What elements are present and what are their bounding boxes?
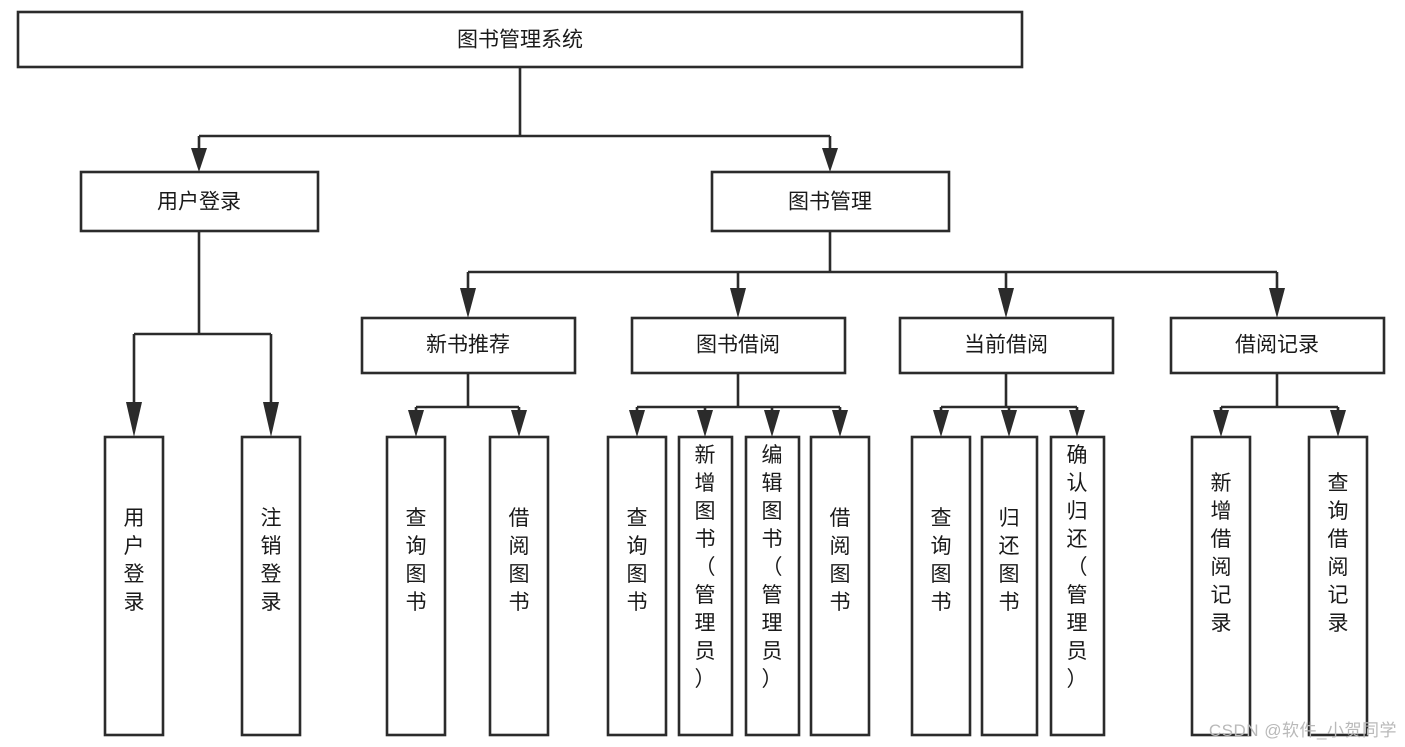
node-root-box[interactable] [16,10,1024,69]
node-leaf-return-book-box[interactable] [980,435,1039,737]
node-leaf-return-book[interactable]: 归还图书 [980,435,1039,737]
arrow-to-leaf-query-record [1330,410,1346,437]
node-leaf-add-book-label: 新增图书（管理员） [695,444,716,691]
node-book-manage-box[interactable] [710,170,951,233]
node-user-login[interactable]: 用户登录 [79,170,320,233]
node-new-book-rec-box[interactable] [360,316,577,375]
node-leaf-add-record-box[interactable] [1190,435,1252,737]
node-book-manage-label: 图书管理 [788,191,872,214]
node-book-borrow[interactable]: 图书借阅 [630,316,847,375]
connector-layer [126,67,1346,437]
node-leaf-query-book-2-box[interactable] [606,435,668,737]
arrow-to-current-borrow [998,288,1014,318]
arrow-to-borrow-record [1269,288,1285,318]
node-book-manage[interactable]: 图书管理 [710,170,951,233]
node-leaf-edit-book-box[interactable] [744,435,801,737]
node-leaf-user-logout-box[interactable] [240,435,302,737]
node-leaf-confirm-return-label: 确认归还（管理员） [1067,444,1088,691]
node-book-borrow-label: 图书借阅 [696,334,780,357]
node-leaf-add-book[interactable]: 新增图书（管理员） [677,435,734,737]
node-leaf-add-book-box[interactable] [677,435,734,737]
node-borrow-record-box[interactable] [1169,316,1386,375]
node-layer: 图书管理系统 用户登录 图书管理 新书推荐 图书借阅 [16,10,1386,737]
node-user-login-box[interactable] [79,170,320,233]
node-leaf-borrow-book-2-box[interactable] [809,435,871,737]
node-user-login-label: 用户登录 [157,191,241,214]
node-new-book-rec[interactable]: 新书推荐 [360,316,577,375]
node-book-borrow-box[interactable] [630,316,847,375]
node-leaf-edit-book-label: 编辑图书（管理员） [762,444,783,691]
node-leaf-query-book-3[interactable]: 查询图书 [910,435,972,737]
arrow-to-leaf-add-record [1213,410,1229,437]
node-leaf-borrow-book-1-label: 借阅图书 [509,507,530,614]
node-leaf-query-record[interactable]: 查询借阅记录 [1307,435,1369,737]
arrow-to-leaf-confirm-return [1069,410,1085,437]
node-leaf-user-logout[interactable]: 注销登录 [240,435,302,737]
arrow-to-book-borrow [730,288,746,318]
node-leaf-confirm-return[interactable]: 确认归还（管理员） [1049,435,1106,737]
node-leaf-user-login-box[interactable] [103,435,165,737]
arrow-to-leaf-borrow-book-2 [832,410,848,437]
node-current-borrow-box[interactable] [898,316,1115,375]
arrow-to-leaf-add-book [697,410,713,437]
node-leaf-borrow-book-1[interactable]: 借阅图书 [488,435,550,737]
arrow-to-new-book-rec [460,288,476,318]
node-leaf-query-record-box[interactable] [1307,435,1369,737]
node-leaf-query-book-1[interactable]: 查询图书 [385,435,447,737]
node-borrow-record[interactable]: 借阅记录 [1169,316,1386,375]
node-leaf-user-login[interactable]: 用户登录 [103,435,165,737]
node-leaf-add-record-label: 新增借阅记录 [1211,472,1232,635]
arrow-to-leaf-query-book-3 [933,410,949,437]
arrow-to-leaf-query-book-1 [408,410,424,437]
node-leaf-query-book-1-label: 查询图书 [406,507,427,614]
node-leaf-edit-book[interactable]: 编辑图书（管理员） [744,435,801,737]
node-leaf-add-record[interactable]: 新增借阅记录 [1190,435,1252,737]
arrow-to-book-manage [822,148,838,172]
arrow-to-user-login [191,148,207,172]
node-root[interactable]: 图书管理系统 [16,10,1024,69]
node-leaf-query-book-3-label: 查询图书 [931,507,952,614]
node-leaf-user-login-label: 用户登录 [124,507,145,614]
node-leaf-return-book-label: 归还图书 [999,507,1020,614]
arrow-to-leaf-borrow-book-1 [511,410,527,437]
node-leaf-query-book-3-box[interactable] [910,435,972,737]
node-borrow-record-label: 借阅记录 [1235,334,1319,357]
node-root-label: 图书管理系统 [457,29,583,52]
node-current-borrow[interactable]: 当前借阅 [898,316,1115,375]
node-leaf-borrow-book-1-box[interactable] [488,435,550,737]
node-leaf-query-book-1-box[interactable] [385,435,447,737]
node-leaf-borrow-book-2[interactable]: 借阅图书 [809,435,871,737]
node-leaf-query-book-2[interactable]: 查询图书 [606,435,668,737]
node-leaf-borrow-book-2-label: 借阅图书 [830,507,851,614]
arrow-to-leaf-edit-book [764,410,780,437]
arrow-to-leaf-user-login [126,402,142,437]
node-new-book-rec-label: 新书推荐 [426,334,510,357]
node-current-borrow-label: 当前借阅 [964,334,1048,357]
node-leaf-confirm-return-box[interactable] [1049,435,1106,737]
node-leaf-query-record-label: 查询借阅记录 [1328,472,1349,635]
arrow-to-leaf-return-book [1001,410,1017,437]
arrow-to-leaf-user-logout [263,402,279,437]
node-leaf-user-logout-label: 注销登录 [261,507,282,614]
arrow-to-leaf-query-book-2 [629,410,645,437]
node-leaf-query-book-2-label: 查询图书 [627,507,648,614]
